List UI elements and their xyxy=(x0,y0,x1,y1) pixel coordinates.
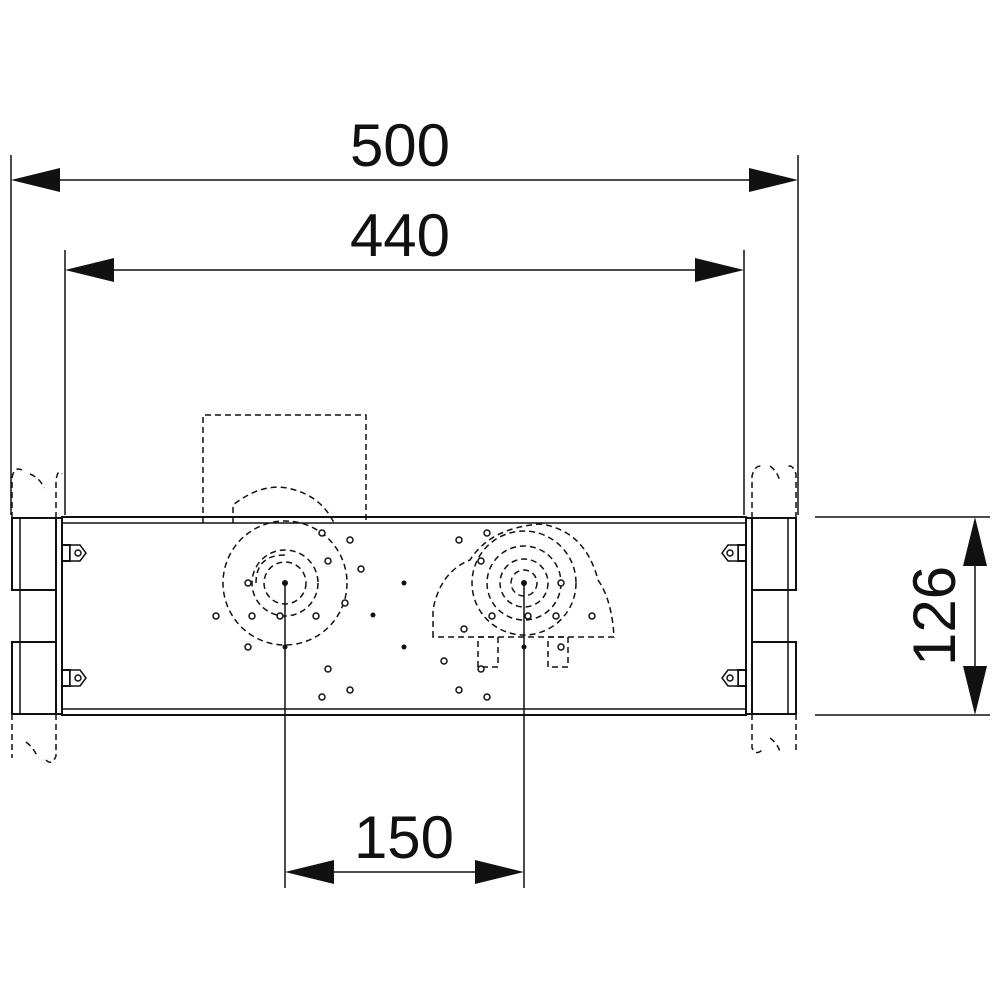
hole xyxy=(341,599,349,607)
arrowhead-left-150 xyxy=(285,860,334,884)
left-wheel-arc xyxy=(255,554,286,584)
bolt-icon xyxy=(721,544,747,562)
left-bracket-bottom xyxy=(11,641,57,715)
right-wheel-pin xyxy=(521,644,527,650)
hole xyxy=(557,579,565,587)
right-wheel-tab-right xyxy=(547,636,569,668)
left-wheel-housing-top xyxy=(232,486,335,524)
left-break-mark-bottom xyxy=(25,741,39,759)
left-break-mark-top xyxy=(29,473,45,489)
dimension-label-500: 500 xyxy=(350,112,450,179)
hole xyxy=(488,612,496,620)
hole xyxy=(357,565,365,573)
dimension-label-126: 126 xyxy=(901,566,968,666)
left-wheel-outer-circle xyxy=(222,520,348,646)
hole xyxy=(440,657,448,665)
hole xyxy=(346,686,354,694)
right-break-mark-bottom xyxy=(769,737,781,753)
hole xyxy=(346,536,354,544)
hole xyxy=(460,625,468,633)
right-wheel-tab-left xyxy=(477,636,499,668)
arrowhead-left-500 xyxy=(11,168,60,192)
right-wheel-housing xyxy=(432,523,615,638)
left-wheel-assembly xyxy=(222,486,348,650)
hole xyxy=(324,557,332,565)
mounting-holes xyxy=(212,529,596,701)
hole xyxy=(212,612,220,620)
left-side-plate xyxy=(55,517,63,715)
left-bracket-top xyxy=(11,517,57,591)
hole xyxy=(552,612,560,620)
dimension-inner-width: 440 xyxy=(64,202,745,515)
hole xyxy=(318,693,326,701)
arrowhead-right-150 xyxy=(475,860,524,884)
arrowhead-top-126 xyxy=(963,517,987,566)
right-wheel-hub-circle xyxy=(510,569,538,597)
dimension-overall-width: 500 xyxy=(10,112,799,515)
hole xyxy=(401,580,407,586)
dimension-label-150: 150 xyxy=(354,804,454,871)
right-wheel-outer-circle xyxy=(471,530,577,636)
bolt-icon xyxy=(61,669,87,687)
hole xyxy=(324,665,332,673)
left-wheel-inner-circle xyxy=(263,561,307,605)
dimension-center-distance: 150 xyxy=(284,583,525,888)
hole xyxy=(455,686,463,694)
right-wheel-center xyxy=(521,580,527,586)
hole xyxy=(401,644,407,650)
right-wheel-assembly xyxy=(432,523,615,668)
hole xyxy=(248,612,256,620)
hole xyxy=(312,612,320,620)
hole xyxy=(455,536,463,544)
frame-body xyxy=(61,516,747,716)
left-continuation-top xyxy=(11,468,63,518)
arrowhead-bottom-126 xyxy=(963,666,987,715)
hole xyxy=(244,643,252,651)
hole xyxy=(370,612,376,618)
hole xyxy=(477,557,485,565)
dimension-label-440: 440 xyxy=(350,202,450,269)
hole xyxy=(588,612,596,620)
hole xyxy=(524,612,532,620)
left-wheel-pin xyxy=(282,644,288,650)
arrowhead-right-440 xyxy=(695,258,744,282)
arrowhead-right-500 xyxy=(749,168,798,192)
hole xyxy=(276,612,284,620)
right-side-plate xyxy=(745,517,753,715)
hole xyxy=(483,529,491,537)
hole xyxy=(557,643,565,651)
motor-hidden-outline xyxy=(202,414,367,523)
left-continuation-bottom xyxy=(11,714,57,763)
right-wheel-inner-circle xyxy=(499,558,549,608)
hole xyxy=(244,579,252,587)
hole xyxy=(483,693,491,701)
hole xyxy=(477,665,485,673)
right-break-mark-top xyxy=(769,465,781,483)
dimension-height: 126 xyxy=(815,516,990,716)
frame-outline xyxy=(61,516,747,716)
left-wheel-mid-circle xyxy=(251,549,319,617)
bolt-icon xyxy=(721,669,747,687)
right-continuation-bottom xyxy=(751,714,797,754)
arrowhead-left-440 xyxy=(65,258,114,282)
left-bracket-assembly xyxy=(11,468,87,763)
right-bracket-assembly xyxy=(721,465,797,754)
bolt-icon xyxy=(61,544,87,562)
right-bracket-bottom xyxy=(751,641,797,715)
hole xyxy=(318,529,326,537)
right-continuation-top xyxy=(751,465,797,518)
right-bracket-top xyxy=(751,517,797,591)
left-wheel-center xyxy=(282,580,288,586)
